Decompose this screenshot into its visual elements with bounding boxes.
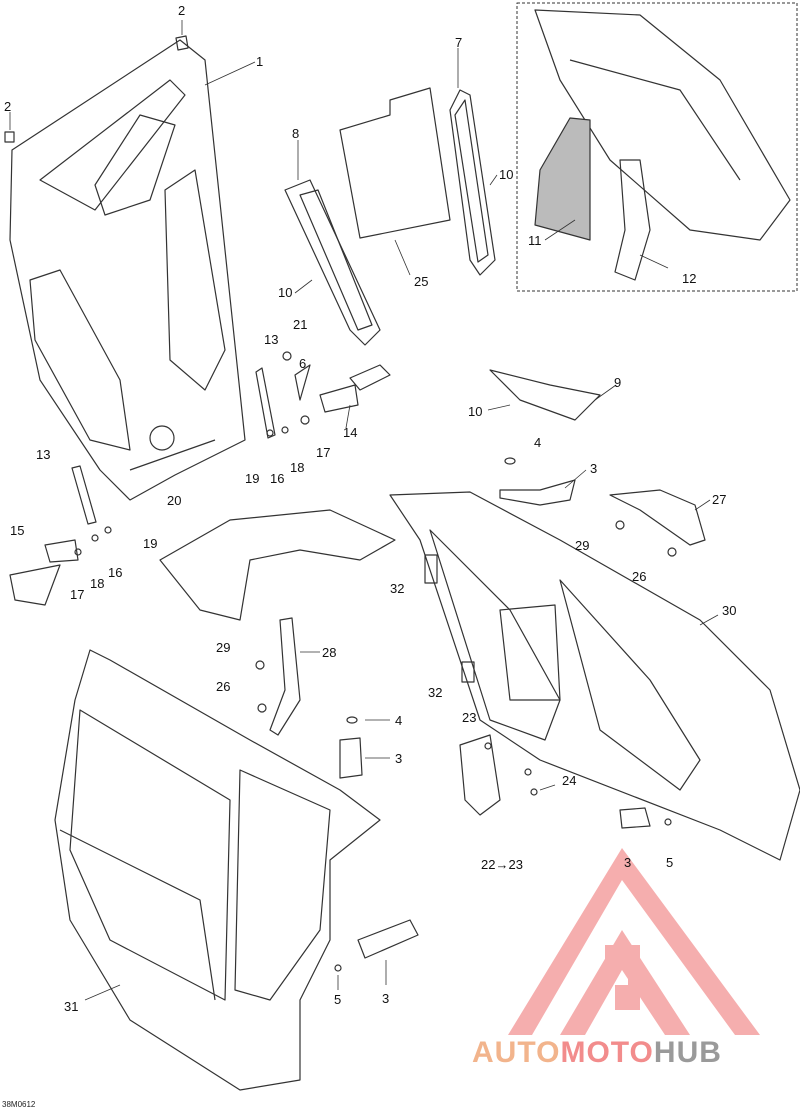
callout-24: 24 xyxy=(562,773,577,788)
callout-17-a: 17 xyxy=(316,445,331,460)
callout-13-a: 13 xyxy=(264,332,279,347)
callout-15: 15 xyxy=(10,523,25,538)
callout-13-b: 13 xyxy=(36,447,51,462)
callout-26-b: 26 xyxy=(216,679,231,694)
callout-3-b: 3 xyxy=(395,751,403,766)
callout-12: 12 xyxy=(682,271,697,286)
callout-3-d: 3 xyxy=(382,991,390,1006)
callout-3-c: 3 xyxy=(624,855,632,870)
callout-16-b: 16 xyxy=(108,565,123,580)
watermark-auto: AUTO xyxy=(472,1036,561,1069)
callout-2-top: 2 xyxy=(178,3,186,18)
drawing-code: 38M0612 xyxy=(2,1100,36,1109)
bracket-part-22-23 xyxy=(459,734,538,816)
callout-1: 1 xyxy=(256,54,264,69)
fastener-part-3-upper xyxy=(499,457,576,506)
watermark-moto: MOTO xyxy=(560,1036,654,1069)
callout-14: 14 xyxy=(343,425,358,440)
callout-10-a: 10 xyxy=(499,167,514,182)
leader-lines xyxy=(9,20,719,1001)
fastener-part-3-bottom xyxy=(334,919,419,972)
inset-body-outline xyxy=(534,9,791,241)
hardware-lower-left xyxy=(9,465,112,606)
callout-18-a: 18 xyxy=(290,460,305,475)
callout-30: 30 xyxy=(722,603,737,618)
clip-part-2-left xyxy=(4,131,15,143)
callout-25: 25 xyxy=(414,274,429,289)
callout-6: 6 xyxy=(299,356,307,371)
callout-29-a: 29 xyxy=(575,538,590,553)
callout-2-left: 2 xyxy=(4,99,12,114)
callout-10-b: 10 xyxy=(278,285,293,300)
watermark-hub: HUB xyxy=(653,1036,722,1069)
lower-panel-part-31 xyxy=(54,649,381,1091)
callout-19-a: 19 xyxy=(245,471,260,486)
watermark-text: AUTOMOTOHUB xyxy=(472,1036,722,1070)
callout-18-b: 18 xyxy=(90,576,105,591)
callout-22-23: 22→23 xyxy=(481,857,523,872)
callout-16-a: 16 xyxy=(270,471,285,486)
side-panel-part-30 xyxy=(389,491,800,861)
side-panel-part-1 xyxy=(9,39,246,501)
handle-part-27 xyxy=(609,489,706,557)
bracket-part-12 xyxy=(614,159,651,281)
callout-32-b: 32 xyxy=(428,685,443,700)
callout-20: 20 xyxy=(167,493,182,508)
callout-4-b: 4 xyxy=(395,713,403,728)
callout-5-a: 5 xyxy=(666,855,674,870)
callout-17-b: 17 xyxy=(70,587,85,602)
callout-26-a: 26 xyxy=(632,569,647,584)
callout-3-a: 3 xyxy=(590,461,598,476)
vent-grille-part-7 xyxy=(449,89,496,276)
watermark-logo xyxy=(508,848,760,1035)
deflector-part-9 xyxy=(489,369,601,421)
clip-part-2-top xyxy=(175,35,189,51)
callout-23: 23 xyxy=(462,710,477,725)
fastener-part-3-right xyxy=(619,807,672,829)
callout-27: 27 xyxy=(712,492,727,507)
callout-11: 11 xyxy=(528,233,542,248)
vent-grille-part-8 xyxy=(284,179,381,346)
callout-10-c: 10 xyxy=(468,404,483,419)
callout-29-b: 29 xyxy=(216,640,231,655)
fastener-part-3-middle xyxy=(339,716,363,779)
callout-8: 8 xyxy=(292,126,300,141)
callout-7: 7 xyxy=(455,35,463,50)
callout-4-a: 4 xyxy=(534,435,542,450)
gasket-part-25 xyxy=(339,87,451,239)
callout-28: 28 xyxy=(322,645,337,660)
trim-piece-part-20 xyxy=(159,509,396,621)
callout-9: 9 xyxy=(614,375,622,390)
trim-part-28 xyxy=(255,617,301,736)
callout-19-b: 19 xyxy=(143,536,158,551)
callout-32-a: 32 xyxy=(390,581,405,596)
callout-31: 31 xyxy=(64,999,79,1014)
hardware-upper xyxy=(255,351,391,439)
mesh-part-11 xyxy=(534,117,591,241)
callout-5-b: 5 xyxy=(334,992,342,1007)
inset-frame xyxy=(516,2,798,292)
callout-21: 21 xyxy=(293,317,308,332)
